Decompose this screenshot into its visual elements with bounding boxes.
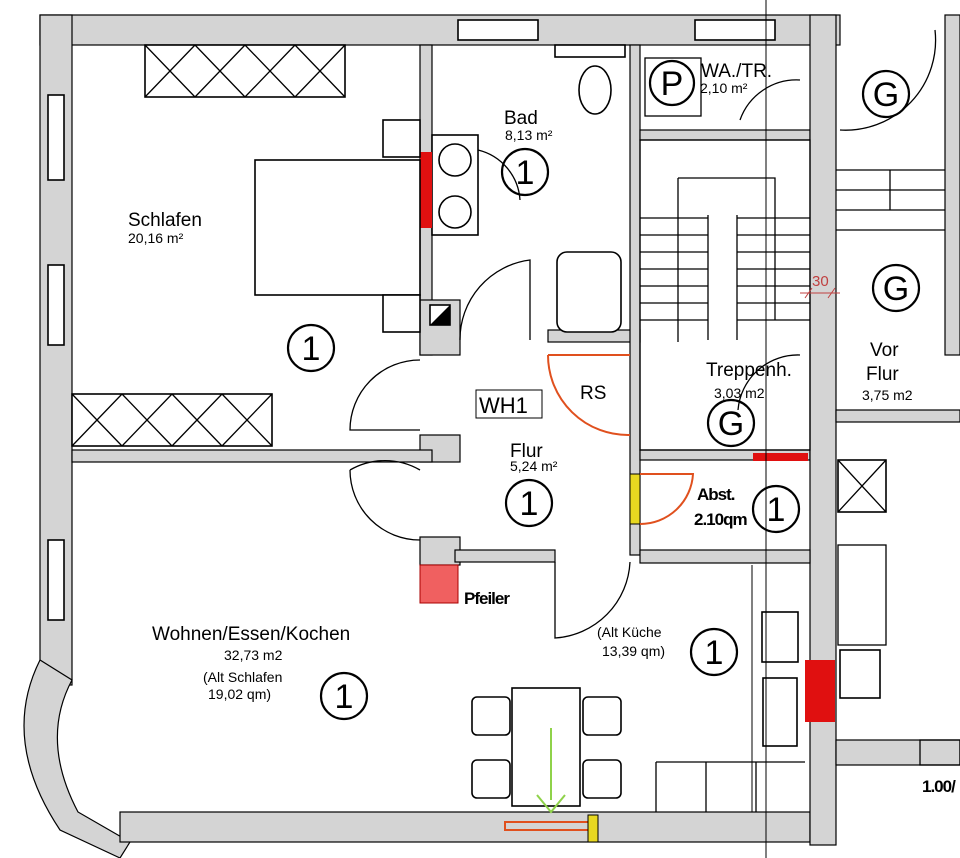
- shower-icon: [556, 251, 622, 333]
- svg-text:G: G: [873, 76, 899, 114]
- kitchen-sink-icon: [762, 677, 798, 747]
- svg-text:G: G: [883, 270, 909, 308]
- rs-label: RS: [580, 383, 606, 404]
- room-note-wohnen-1: (Alt Schlafen: [203, 669, 282, 685]
- toilet-icon: [578, 65, 612, 115]
- room-area-schlafen: 20,16 m²: [128, 230, 184, 246]
- room-area-wa-tr: 2,10 m²: [700, 80, 748, 96]
- room-name-bad: Bad: [504, 108, 538, 129]
- room-name-schlafen: Schlafen: [128, 210, 202, 231]
- dining-table: [511, 687, 581, 807]
- wh1-label: WH1: [479, 393, 528, 418]
- markers: 1 1 1 1 1 1 G G G P: [286, 59, 921, 721]
- room-name-vor: Vor: [870, 340, 899, 361]
- room-area-wohnen: 32,73 m2: [224, 647, 283, 663]
- doors: [349, 29, 937, 639]
- svg-text:1: 1: [335, 678, 354, 716]
- shared-marker: G: [861, 69, 911, 119]
- fixtures: [254, 0, 960, 858]
- stove-icon: [761, 611, 799, 663]
- dimension-30: 30: [812, 273, 829, 290]
- shared-marker: G: [871, 263, 921, 313]
- svg-text:1: 1: [705, 634, 724, 672]
- room-name-wohnen: Wohnen/Essen/Kochen: [152, 624, 350, 645]
- unit-marker: 1: [751, 484, 801, 534]
- svg-text:1: 1: [767, 491, 786, 529]
- room-note-kueche-1: (Alt Küche: [597, 624, 662, 640]
- room-name-flur: Flur: [510, 441, 543, 462]
- room-note-kueche-2: 13,39 qm): [602, 643, 665, 659]
- room-name-flur-2: Flur: [866, 364, 899, 385]
- room-name-wa-tr: WA./TR.: [701, 61, 772, 82]
- svg-text:1: 1: [302, 330, 321, 368]
- svg-text:G: G: [718, 405, 744, 443]
- room-area-abstell: 2.10qm: [694, 510, 747, 529]
- unit-marker: 1: [689, 627, 739, 677]
- bed: [254, 159, 421, 296]
- pillar-icon: [419, 564, 459, 604]
- unit-marker: 1: [319, 671, 369, 721]
- shared-marker: G: [706, 398, 756, 448]
- svg-text:1: 1: [516, 154, 535, 192]
- svg-text:P: P: [661, 65, 684, 103]
- stove-icon: [839, 649, 881, 699]
- unit-marker: 1: [500, 147, 550, 197]
- unit-marker: 1: [504, 478, 554, 528]
- pfeiler-label: Pfeiler: [464, 589, 510, 608]
- door-rs: [547, 354, 631, 437]
- demolish-mark: [420, 152, 432, 228]
- room-area-vor-flur: 3,75 m2: [862, 387, 913, 403]
- arrow-icon: [536, 728, 566, 814]
- room-name-abstell: Abst.: [697, 485, 735, 504]
- window-dimension: 1.00/: [922, 777, 956, 796]
- room-area-bad: 8,13 m²: [505, 127, 553, 143]
- room-area-treppenhaus: 3,03 m2: [714, 385, 765, 401]
- room-name-treppenhaus: Treppenh.: [706, 360, 792, 381]
- unit-marker: 1: [286, 323, 336, 373]
- svg-text:1: 1: [520, 485, 539, 523]
- room-note-wohnen-2: 19,02 qm): [208, 686, 271, 702]
- room-area-flur: 5,24 m²: [510, 458, 558, 474]
- parking-marker: P: [648, 59, 696, 107]
